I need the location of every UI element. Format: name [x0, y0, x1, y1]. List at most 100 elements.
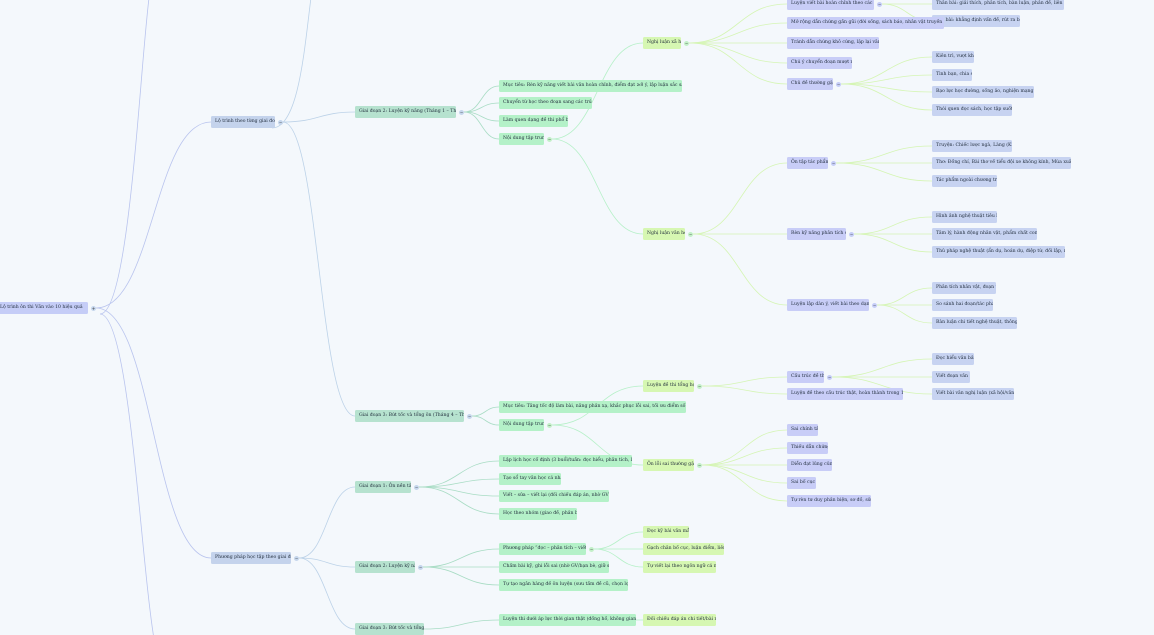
- connector-nlxh-to-nlxh-1: [688, 3, 788, 44]
- connector-b2-1-to-b2-1a: [593, 531, 644, 550]
- collapse-toggle-icon[interactable]: −: [877, 1, 882, 7]
- connector-nlvh-1-to-nlvh-1a: [835, 145, 933, 164]
- mindmap-node-olst-1[interactable]: Sai chính tả: [787, 424, 818, 436]
- mindmap-node-b2-3[interactable]: Tự tạo ngân hàng đề ôn luyện (sưu tầm đề…: [499, 579, 628, 591]
- mindmap-node-a2-1[interactable]: Mục tiêu: Rèn kỹ năng viết bài văn hoàn …: [499, 80, 682, 92]
- mindmap-node-ldth[interactable]: Luyện đề thi tổng hợp: [643, 380, 694, 392]
- connector-offscreen-branch: [99, 0, 150, 315]
- connector-ldth-to-ldth-1: [701, 376, 788, 387]
- mindmap-node-nlvh-1a[interactable]: Truyện: Chiếc lược ngà, Làng (Kim Lân), …: [932, 140, 1012, 152]
- mindmap-node-ldth-2[interactable]: Luyện đề theo cấu trúc thật, hoàn thành …: [787, 388, 903, 400]
- collapse-toggle-icon[interactable]: −: [836, 81, 841, 87]
- connector-nlvh-2-to-nlvh-2c: [853, 233, 933, 253]
- mindmap-node-b1-4[interactable]: Học theo nhóm (giao đề, phản biện): [499, 508, 577, 520]
- mindmap-node-nlvh-2c[interactable]: Thủ pháp nghệ thuật (ẩn dụ, hoán dụ, điệ…: [932, 246, 1065, 258]
- collapse-toggle-icon[interactable]: −: [418, 564, 423, 570]
- connector-olst-to-olst-1: [701, 429, 788, 466]
- mindmap-node-olst-2[interactable]: Thiếu dẫn chứng: [787, 442, 828, 454]
- mindmap-node-ldth-1a[interactable]: Đọc hiểu văn bản: [932, 353, 974, 365]
- collapse-toggle-icon[interactable]: −: [849, 231, 854, 237]
- connector-a3-to-a3-2: [471, 415, 500, 426]
- collapse-toggle-icon[interactable]: −: [688, 231, 693, 237]
- mindmap-node-nlxh[interactable]: Nghị luận xã hội: [643, 37, 681, 49]
- mindmap-node-a2-2[interactable]: Chuyển từ học theo đoạn sang các trúc bà…: [499, 97, 592, 109]
- collapse-toggle-icon[interactable]: −: [278, 119, 283, 125]
- mindmap-node-b2-1a[interactable]: Đọc kỹ bài văn mẫu: [643, 526, 689, 538]
- mindmap-node-ldth-1b[interactable]: Viết đoạn văn: [932, 371, 970, 383]
- connector-b1-to-b1-3: [418, 486, 500, 497]
- mindmap-node-b2-2[interactable]: Chấm bài kỹ, ghi lỗi sai (nhờ GV/bạn bè,…: [499, 561, 609, 573]
- connector-nlxh-to-nlxh-5: [688, 42, 788, 85]
- mindmap-node-a3-2[interactable]: Nội dung tập trung: [499, 419, 544, 431]
- mindmap-node-b2-1[interactable]: Phương pháp “đọc – phân tích – viết lại”: [499, 543, 586, 555]
- mindmap-node-olst-3[interactable]: Diễn đạt lủng củng: [787, 459, 832, 471]
- mindmap-node-b1-2[interactable]: Tạo sổ tay văn học cá nhân: [499, 473, 561, 485]
- collapse-toggle-icon[interactable]: −: [294, 555, 299, 561]
- mindmap-node-nlxh-3[interactable]: Tránh dẫn chứng khô cứng, lặp lại văn mẫ…: [787, 37, 879, 49]
- collapse-toggle-icon[interactable]: −: [697, 462, 702, 468]
- mindmap-node-nlvh-3[interactable]: Luyện lập dàn ý, viết bài theo dạng đề: [787, 299, 869, 311]
- mindmap-node-b3-1a[interactable]: Đối chiếu đáp án chi tiết/bài mẫu: [643, 614, 716, 626]
- collapse-toggle-icon[interactable]: −: [547, 422, 552, 428]
- mindmap-node-b2-1b[interactable]: Gạch chân bố cục, luận điểm, liên kết: [643, 543, 724, 555]
- mindmap-node-a2[interactable]: Giai đoạn 2: Luyện kỹ năng (Tháng 1 – Th…: [355, 106, 456, 118]
- collapse-toggle-icon[interactable]: −: [467, 413, 472, 419]
- collapse-toggle-icon[interactable]: −: [414, 484, 419, 490]
- mindmap-node-nlxh-5d[interactable]: Thói quen đọc sách, học tập suốt đời: [932, 104, 1012, 116]
- mindmap-node-b2-1c[interactable]: Tự viết lại theo ngôn ngữ cá nhân: [643, 561, 716, 573]
- mindmap-node-olst[interactable]: Ôn lỗi sai thường gặp: [643, 459, 694, 471]
- mindmap-node-b1-1[interactable]: Lập lịch học cố định (3 buổi/tuần: đọc h…: [499, 455, 632, 467]
- mindmap-node-nlvh-2b[interactable]: Tâm lý, hành động nhân vật, phẩm chất co…: [932, 228, 1037, 240]
- mindmap-node-nlvh-3b[interactable]: So sánh hai đoạn/tác phẩm: [932, 299, 993, 311]
- mindmap-node-nlxh-5a[interactable]: Kiên trì, vượt khó: [932, 51, 974, 63]
- mindmap-node-b1-3[interactable]: Viết – sửa – viết lại (đối chiếu đáp án,…: [499, 490, 609, 502]
- mindmap-node-nlvh-3c[interactable]: Bàn luận chi tiết nghệ thuật, thông điệp: [932, 317, 1017, 329]
- mindmap-node-nlxh-1a[interactable]: Thân bài: giải thích, phân tích, bàn luậ…: [932, 0, 1064, 10]
- mindmap-node-nlvh-2a[interactable]: Hình ảnh nghệ thuật tiêu biểu: [932, 211, 997, 223]
- mindmap-node-nlxh-1b[interactable]: Kết bài: khẳng định vấn đề, rút ra bài h…: [932, 15, 1020, 27]
- mindmap-node-b3[interactable]: Giai đoạn 3: Bứt tốc và tổng ôn: [355, 623, 424, 635]
- mindmap-node-a2-3[interactable]: Làm quen dạng đề thi phổ biến: [499, 115, 568, 127]
- collapse-toggle-icon[interactable]: −: [589, 546, 594, 552]
- connector-nlvh-3-to-nlvh-3c: [876, 304, 933, 324]
- mindmap-node-b[interactable]: Phương pháp học tập theo giai đoạn: [211, 552, 291, 564]
- collapse-toggle-icon[interactable]: −: [697, 383, 702, 389]
- mindmap-node-nlxh-5b[interactable]: Tình bạn, chia sẻ: [932, 69, 972, 81]
- connector-b-to-b1: [298, 486, 356, 559]
- mindmap-node-ldth-1[interactable]: Cấu trúc đề thi: [787, 371, 824, 383]
- mindmap-node-nlvh-1[interactable]: Ôn tập tác phẩm: [787, 157, 828, 169]
- mindmap-node-olst-5[interactable]: Tự rèn tư duy phản biện, sơ đồ, sửa sai: [787, 495, 871, 507]
- mindmap-node-nlxh-1[interactable]: Luyện viết bài hoàn chỉnh theo các 3 phầ…: [787, 0, 874, 10]
- collapse-toggle-icon[interactable]: −: [547, 136, 552, 142]
- mindmap-node-a[interactable]: Lộ trình theo từng giai đoạn: [211, 116, 275, 128]
- collapse-toggle-icon[interactable]: −: [827, 374, 832, 380]
- mindmap-node-nlxh-5c[interactable]: Bạo lực học đường, sống ảo, nghiện mạng …: [932, 86, 1034, 98]
- mindmap-node-nlxh-5[interactable]: Chủ đề thường gặp: [787, 78, 833, 90]
- connector-root-to-a: [95, 121, 212, 309]
- mindmap-node-b2[interactable]: Giai đoạn 2: Luyện kỹ năng: [355, 561, 415, 573]
- mindmap-node-nlvh-3a[interactable]: Phân tích nhân vật, đoạn thơ: [932, 282, 996, 294]
- mindmap-node-nlxh-2[interactable]: Mở rộng dẫn chứng gần gũi (đời sống, sác…: [787, 17, 944, 29]
- mindmap-node-a2-4[interactable]: Nội dung tập trung: [499, 133, 544, 145]
- collapse-toggle-icon[interactable]: −: [684, 40, 689, 46]
- collapse-toggle-icon[interactable]: −: [831, 160, 836, 166]
- mindmap-node-nlvh-1c[interactable]: Tác phẩm ngoài chương trình: [932, 175, 997, 187]
- mindmap-node-nlvh-1b[interactable]: Thơ: Đồng chí, Bài thơ về tiểu đội xe kh…: [932, 157, 1071, 169]
- mindmap-node-b3-1[interactable]: Luyện thi dưới áp lực thời gian thật (đồ…: [499, 614, 636, 626]
- mindmap-node-root[interactable]: Lộ trình ôn thi Văn vào 10 hiệu quả: [0, 302, 88, 314]
- mindmap-node-a3[interactable]: Giai đoạn 3: Bứt tốc và tổng ôn (Tháng 4…: [355, 410, 464, 422]
- collapse-toggle-icon[interactable]: +: [91, 305, 96, 311]
- mindmap-node-b1[interactable]: Giai đoạn 1: Ôn nền tảng: [355, 481, 411, 493]
- collapse-toggle-icon[interactable]: −: [872, 302, 877, 308]
- collapse-toggle-icon[interactable]: −: [459, 109, 464, 115]
- mindmap-node-a3-1[interactable]: Mục tiêu: Tăng tốc độ làm bài, nâng phản…: [499, 401, 686, 413]
- connector-nlvh-to-nlvh-1: [692, 162, 788, 235]
- mindmap-node-nlxh-4[interactable]: Chú ý chuyển đoạn mượt mà: [787, 57, 852, 69]
- mindmap-node-ldth-1c[interactable]: Viết bài văn nghị luận (xã hội/văn học): [932, 388, 1014, 400]
- mindmap-node-nlvh-2[interactable]: Rèn kỹ năng phân tích sâu: [787, 228, 846, 240]
- connector-nlxh-5-to-nlxh-5d: [840, 83, 933, 111]
- mindmap-node-olst-4[interactable]: Sai bố cục: [787, 477, 816, 489]
- mindmap-node-nlvh[interactable]: Nghị luận văn học: [643, 228, 685, 240]
- connector-nlvh-1-to-nlvh-1c: [835, 162, 933, 182]
